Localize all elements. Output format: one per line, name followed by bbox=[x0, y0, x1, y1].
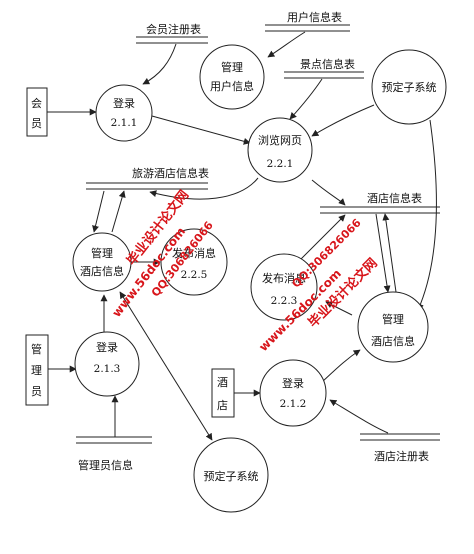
process-manage-user-label1: 管理 bbox=[221, 60, 243, 74]
flow-scenic-browse bbox=[289, 78, 323, 120]
process-login-hotel-label: 登录 bbox=[282, 376, 304, 390]
process-login-hotel-num: 2.1.2 bbox=[280, 398, 307, 410]
flows bbox=[47, 31, 437, 441]
process-manage-hotel-left-label2: 酒店信息 bbox=[80, 264, 124, 278]
process-book-top-label: 预定子系统 bbox=[382, 80, 437, 94]
store-hotel-info: 酒店信息表 bbox=[320, 191, 440, 214]
flow-reg-login bbox=[142, 43, 177, 85]
process-login-member-label: 登录 bbox=[113, 96, 135, 110]
entity-admin-char-1: 管 bbox=[31, 342, 42, 356]
process-login-admin: 登录 2.1.3 bbox=[74, 331, 140, 397]
process-publish-left-label: 发布消息 bbox=[172, 246, 216, 260]
flow-manageright-publishright bbox=[325, 301, 353, 316]
flow-login-browse bbox=[151, 115, 251, 145]
flow-book-browse bbox=[311, 104, 375, 137]
store-scenic-info-label: 景点信息表 bbox=[300, 57, 355, 71]
store-admin-info: 管理员信息 bbox=[76, 436, 152, 472]
process-manage-hotel-right-label2: 酒店信息 bbox=[371, 334, 415, 348]
flow-browse-hotelinfo bbox=[311, 179, 346, 206]
process-browse-label: 浏览网页 bbox=[258, 133, 302, 147]
store-user-info: 用户信息表 bbox=[265, 10, 350, 32]
process-login-member: 登录 2.1.1 bbox=[95, 84, 153, 142]
store-admin-info-label: 管理员信息 bbox=[78, 458, 133, 472]
process-manage-hotel-right: 管理 酒店信息 bbox=[357, 291, 429, 363]
entity-admin-char-2: 理 bbox=[31, 364, 42, 377]
process-publish-right-label: 发布消息 bbox=[262, 271, 306, 285]
flow-hotelreg-login bbox=[329, 399, 389, 434]
process-login-admin-label: 登录 bbox=[96, 340, 118, 354]
flow-book-manage-right bbox=[417, 119, 437, 311]
process-manage-user-label2: 用户信息 bbox=[210, 79, 254, 93]
flow-manageleft-travel-up bbox=[111, 190, 126, 233]
flow-hotelinfo-manageright bbox=[375, 213, 391, 293]
store-hotel-reg: 酒店注册表 bbox=[360, 433, 440, 463]
entity-member: 会 员 bbox=[26, 87, 48, 137]
process-book-bottom-label: 预定子系统 bbox=[204, 469, 259, 483]
entity-admin: 管 理 员 bbox=[25, 334, 49, 406]
store-member-reg-label: 会员注册表 bbox=[146, 22, 201, 36]
flow-publishright-hotelinfo bbox=[299, 214, 346, 261]
store-travel-hotel-label: 旅游酒店信息表 bbox=[132, 166, 209, 180]
flow-manageright-hotelinfo bbox=[382, 213, 397, 293]
entity-member-char-2: 员 bbox=[31, 117, 42, 130]
process-publish-left-num: 2.2.5 bbox=[181, 269, 208, 281]
process-book-top: 预定子系统 bbox=[371, 49, 447, 125]
process-login-hotel: 登录 2.1.2 bbox=[259, 359, 327, 427]
process-publish-right: 发布消息 2.2.3 bbox=[250, 253, 318, 321]
process-manage-hotel-right-label1: 管理 bbox=[382, 312, 404, 326]
flow-hotellogin-manageright bbox=[321, 349, 361, 383]
process-publish-right-num: 2.2.3 bbox=[271, 295, 298, 307]
store-member-reg: 会员注册表 bbox=[136, 22, 208, 44]
flow-browse-travel bbox=[149, 177, 259, 200]
process-browse-num: 2.2.1 bbox=[267, 158, 294, 170]
entity-member-char-1: 会 bbox=[31, 97, 42, 110]
flow-userinfo-manage bbox=[267, 31, 306, 58]
flow-travel-manageleft-down bbox=[92, 190, 105, 233]
process-manage-hotel-left-label1: 管理 bbox=[91, 246, 113, 260]
entity-hotel: 酒 店 bbox=[211, 368, 235, 418]
process-manage-hotel-left: 管理 酒店信息 bbox=[72, 232, 132, 292]
store-hotel-info-label: 酒店信息表 bbox=[367, 191, 422, 205]
entity-admin-char-3: 员 bbox=[31, 385, 42, 398]
process-book-bottom: 预定子系统 bbox=[193, 437, 269, 513]
process-manage-user: 管理 用户信息 bbox=[199, 44, 265, 110]
flow-manageleft-bookbottom bbox=[119, 291, 213, 441]
store-travel-hotel: 旅游酒店信息表 bbox=[86, 166, 209, 190]
store-user-info-label: 用户信息表 bbox=[287, 10, 342, 24]
process-publish-left: 发布消息 2.2.5 bbox=[160, 228, 228, 296]
store-scenic-info: 景点信息表 bbox=[284, 57, 364, 79]
process-browse: 浏览网页 2.2.1 bbox=[247, 117, 313, 183]
entity-hotel-char-2: 店 bbox=[217, 398, 228, 412]
store-hotel-reg-label: 酒店注册表 bbox=[374, 449, 429, 463]
entity-hotel-char-1: 酒 bbox=[217, 376, 228, 389]
process-login-admin-num: 2.1.3 bbox=[94, 363, 121, 375]
process-login-member-num: 2.1.1 bbox=[111, 117, 138, 129]
